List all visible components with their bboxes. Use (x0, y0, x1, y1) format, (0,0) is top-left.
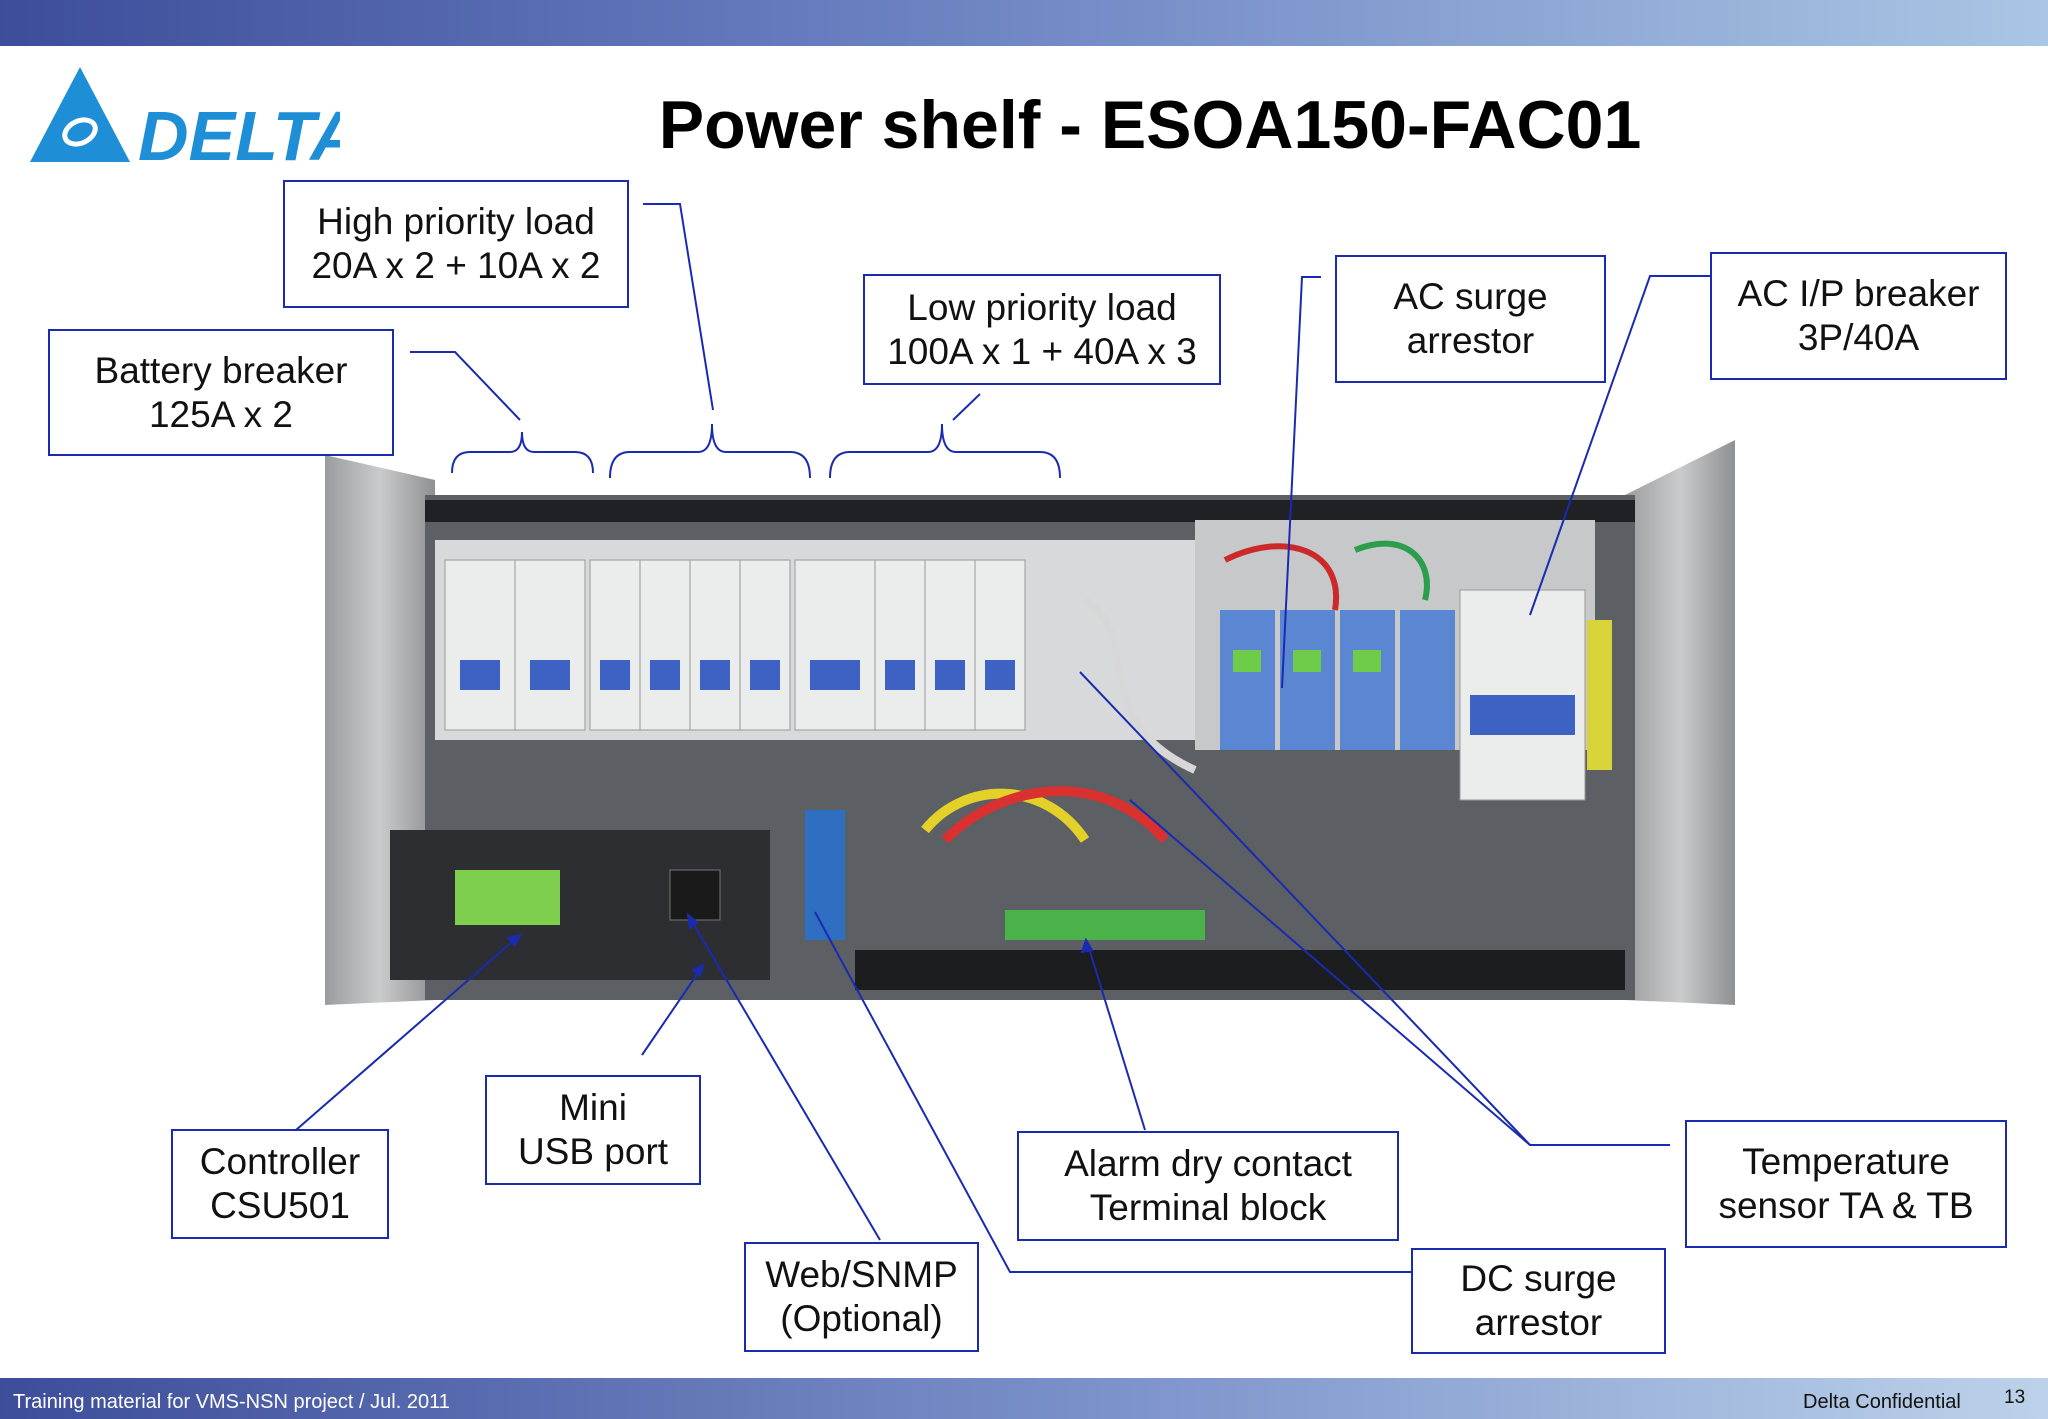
dc-breakers (444, 559, 1026, 731)
callout-line: 125A x 2 (148, 393, 293, 435)
footer-confidential: Delta Confidential (1803, 1391, 1961, 1413)
callout-high-priority-load: High priority load 20A x 2 + 10A x 2 (283, 180, 629, 308)
top-banner (0, 0, 2048, 46)
callout-line: USB port (517, 1131, 669, 1172)
callout-line: (Optional) (780, 1298, 943, 1339)
callout-line: CSU501 (210, 1185, 350, 1226)
callout-ac-surge-arrestor: AC surge arrestor (1335, 255, 1606, 383)
callout-line: 100A x 1 + 40A x 3 (887, 330, 1197, 372)
callout-line: Controller (199, 1141, 361, 1182)
power-shelf-photo (325, 440, 1735, 1005)
callout-line: arrestor (1474, 1302, 1603, 1343)
callout-temperature-sensor: Temperature sensor TA & TB (1685, 1120, 2007, 1248)
callout-line: High priority load (317, 201, 595, 242)
callout-battery-breaker: Battery breaker 125A x 2 (48, 329, 394, 456)
callout-mini-usb-port: Mini USB port (485, 1075, 701, 1185)
callout-web-snmp: Web/SNMP (Optional) (744, 1242, 979, 1352)
delta-logo: DELTA (30, 67, 340, 172)
callout-dc-surge-arrestor: DC surge arrestor (1411, 1248, 1666, 1354)
callout-line: 3P/40A (1797, 317, 1920, 358)
callout-line: sensor TA & TB (1718, 1185, 1974, 1226)
callout-controller: Controller CSU501 (171, 1129, 389, 1239)
logo-text: DELTA (138, 97, 340, 172)
callout-line: Low priority load (907, 286, 1177, 328)
callout-ac-ip-breaker: AC I/P breaker 3P/40A (1710, 252, 2007, 380)
callout-line: Temperature (1742, 1141, 1950, 1182)
delta-triangle-icon (30, 67, 130, 162)
callout-line: AC surge (1393, 276, 1548, 317)
callout-line: Terminal block (1089, 1187, 1327, 1228)
callout-line: arrestor (1406, 320, 1535, 361)
page-title: Power shelf - ESOA150-FAC01 (658, 87, 1642, 163)
callout-line: Battery breaker (94, 349, 348, 391)
callout-line: DC surge (1460, 1258, 1617, 1299)
footer-caption: Training material for VMS-NSN project / … (13, 1391, 450, 1413)
callout-alarm-dry-contact: Alarm dry contact Terminal block (1017, 1131, 1399, 1241)
callout-line: AC I/P breaker (1737, 273, 1980, 314)
bottom-banner (0, 1378, 2048, 1419)
callout-line: Alarm dry contact (1064, 1143, 1352, 1184)
callout-low-priority-load: Low priority load 100A x 1 + 40A x 3 (863, 274, 1221, 385)
callout-line: 20A x 2 + 10A x 2 (311, 245, 601, 286)
callout-line: Mini (559, 1087, 627, 1128)
callout-line: Web/SNMP (765, 1254, 958, 1295)
page-number: 13 (2004, 1387, 2026, 1408)
